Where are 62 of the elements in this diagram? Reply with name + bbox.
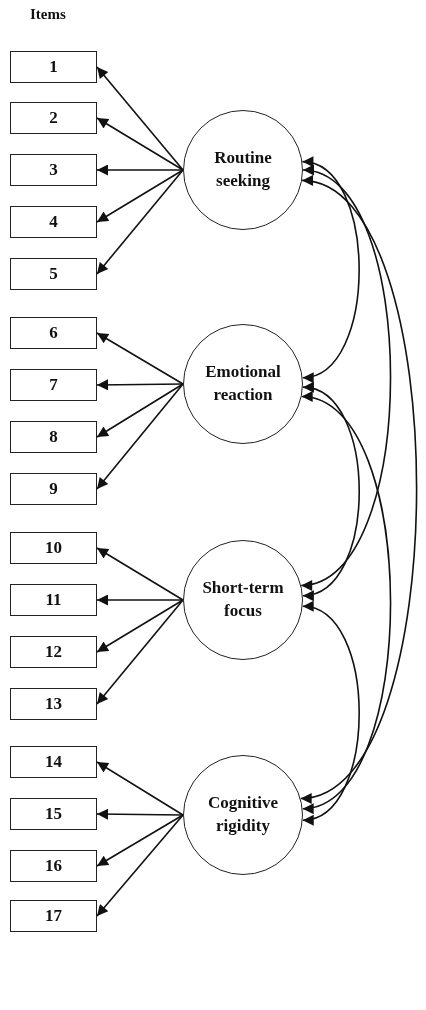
factor-label: Routine seeking — [213, 147, 273, 192]
covariance-arrow — [301, 603, 360, 823]
item-box — [10, 258, 97, 290]
item-box — [10, 900, 97, 932]
loading-arrow — [96, 66, 184, 171]
loading-arrow — [96, 169, 184, 223]
item-number: 3 — [49, 160, 58, 180]
item-box — [10, 746, 97, 778]
item-number: 13 — [45, 694, 62, 714]
loading-arrow — [96, 808, 184, 820]
factor-label: Cognitive rigidity — [207, 792, 279, 837]
loading-arrow — [96, 379, 184, 391]
item-box — [10, 584, 97, 616]
item-number: 15 — [45, 804, 62, 824]
loading-arrow — [96, 332, 184, 385]
item-number: 6 — [49, 323, 58, 343]
item-number: 7 — [49, 375, 58, 395]
item-box — [10, 369, 97, 401]
item-number: 12 — [45, 642, 62, 662]
item-number: 17 — [45, 906, 62, 926]
factor-label: Short-term focus — [201, 577, 285, 622]
covariance-arrow — [299, 178, 418, 801]
item-box — [10, 850, 97, 882]
item-number: 16 — [45, 856, 62, 876]
loading-arrow — [96, 599, 184, 653]
loading-arrow — [96, 761, 184, 816]
loading-arrow — [96, 814, 184, 867]
item-number: 4 — [49, 212, 58, 232]
item-box — [10, 473, 97, 505]
covariance-arrow — [301, 158, 360, 381]
item-box — [10, 636, 97, 668]
item-number: 10 — [45, 538, 62, 558]
item-number: 14 — [45, 752, 62, 772]
item-number: 8 — [49, 427, 58, 447]
item-number: 2 — [49, 108, 58, 128]
item-box — [10, 206, 97, 238]
item-box — [10, 421, 97, 453]
item-box — [10, 688, 97, 720]
item-box — [10, 154, 97, 186]
covariance-arrow — [300, 167, 392, 588]
loading-arrow — [96, 164, 184, 176]
item-number: 11 — [45, 590, 62, 610]
covariance-arrow — [302, 384, 361, 599]
item-box — [10, 102, 97, 134]
covariance-arrow — [300, 394, 392, 811]
item-box — [10, 532, 97, 564]
column-heading: Items — [30, 6, 66, 23]
item-number: 5 — [49, 264, 58, 284]
loading-arrow — [96, 599, 184, 705]
item-box — [10, 798, 97, 830]
item-number: 1 — [49, 57, 58, 77]
loading-arrow — [96, 814, 184, 917]
item-number: 9 — [49, 479, 58, 499]
loading-arrow — [96, 383, 184, 490]
loading-arrow — [96, 117, 184, 171]
loading-arrow — [96, 383, 184, 438]
loading-arrow — [96, 594, 184, 606]
item-box — [10, 51, 97, 83]
factor-label: Emotional reaction — [204, 361, 282, 406]
loading-arrow — [96, 169, 184, 275]
loading-arrow — [96, 547, 184, 601]
item-box — [10, 317, 97, 349]
